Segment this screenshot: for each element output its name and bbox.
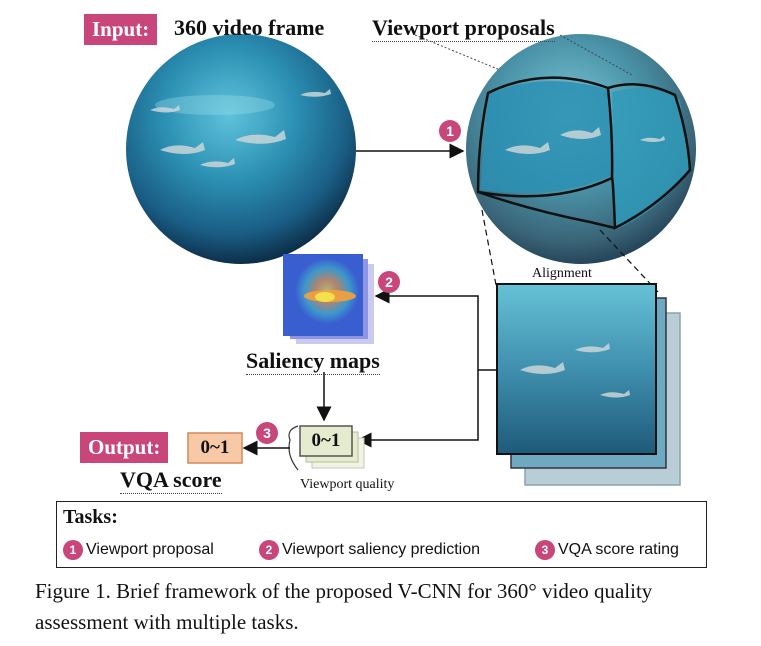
arrow-quality xyxy=(356,370,479,448)
task-label-3: VQA score rating xyxy=(558,541,679,558)
figure-caption: Figure 1. Brief framework of the propose… xyxy=(35,579,653,634)
aligned-viewport-stack xyxy=(496,283,681,486)
task-label-1: Viewport proposal xyxy=(86,541,214,558)
alignment-dashed-lines xyxy=(481,209,659,293)
output-value: 0~1 xyxy=(200,437,230,458)
task-label-2: Viewport saliency prediction xyxy=(282,541,481,558)
proposals-title: Viewport proposals xyxy=(372,15,555,42)
output-box xyxy=(187,432,243,464)
saliency-title: Saliency maps xyxy=(246,348,380,375)
proposals-leader-lines xyxy=(414,34,633,76)
viewport-quality-value: 0~1 xyxy=(311,430,341,451)
task-badge-1: 1 xyxy=(63,539,83,560)
task-badge-2: 2 xyxy=(259,539,279,560)
tasks-title: Tasks: xyxy=(63,506,118,528)
task-badge-3: 3 xyxy=(535,539,555,560)
quality-box-stack xyxy=(288,425,365,471)
badge-3: 3 xyxy=(256,422,278,444)
output-tag: Output: xyxy=(80,432,169,463)
badge-1: 1 xyxy=(439,120,461,142)
alignment-label: Alignment xyxy=(532,266,592,281)
badge-2: 2 xyxy=(378,271,400,293)
input-title: 360 video frame xyxy=(174,15,325,40)
arrow-saliency xyxy=(374,288,497,371)
vqa-score-title: VQA score xyxy=(120,467,222,494)
saliency-map-stack xyxy=(283,254,374,344)
proposals-sphere xyxy=(466,34,696,264)
input-sphere xyxy=(126,34,356,264)
viewport-quality-label: Viewport quality xyxy=(300,477,395,492)
input-tag: Input: xyxy=(84,14,158,45)
